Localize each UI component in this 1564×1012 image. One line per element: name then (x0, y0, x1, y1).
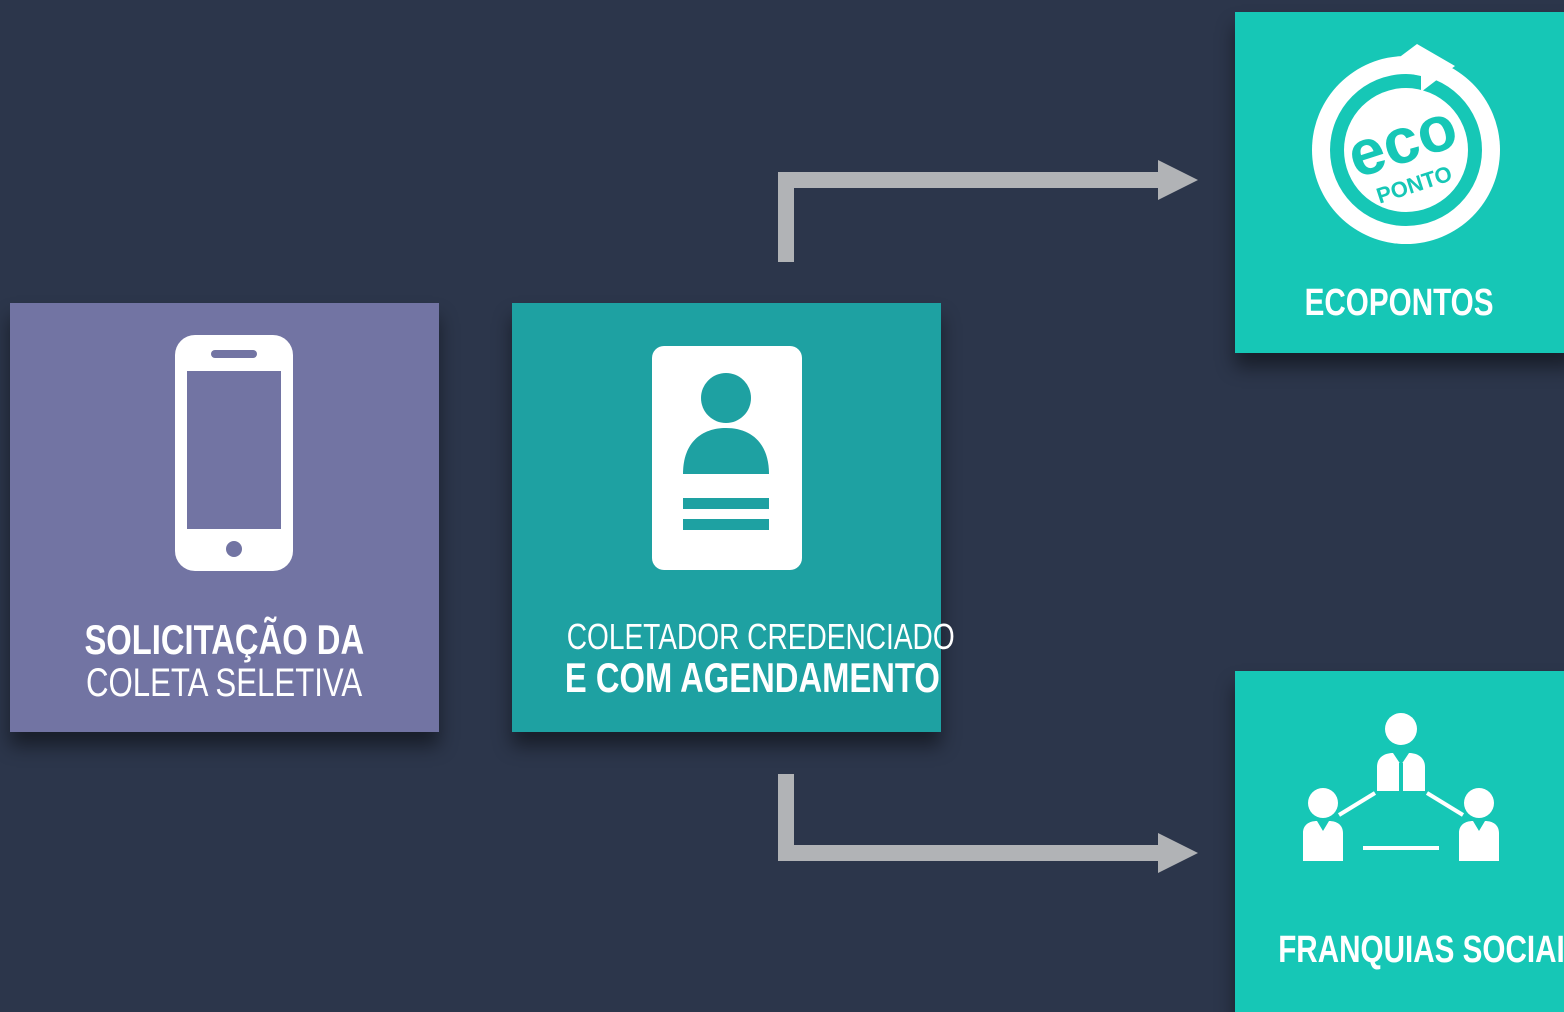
arrow-to-franquias (778, 774, 1198, 873)
solicitacao-title: SOLICITAÇÃO DA (84, 616, 365, 663)
franquias-label: FRANQUIAS SOCIAIS (1278, 929, 1564, 971)
card-ecopontos[interactable]: eco PONTO ECOPONTOS (1235, 12, 1564, 353)
card-franquias[interactable]: FRANQUIAS SOCIAIS (1235, 671, 1564, 1012)
arrow-to-ecopontos (778, 160, 1198, 262)
card-coletador[interactable]: COLETADOR CREDENCIADO E COM AGENDAMENTO (512, 303, 955, 732)
smartphone-icon (175, 335, 293, 571)
ecopontos-label: ECOPONTOS (1305, 282, 1494, 324)
card-solicitacao[interactable]: SOLICITAÇÃO DA COLETA SELETIVA (10, 303, 439, 732)
people-network-icon (1303, 711, 1503, 861)
id-badge-icon (652, 346, 802, 570)
ecoponto-logo-icon: eco PONTO (1305, 42, 1505, 262)
solicitacao-subtitle: COLETA SELETIVA (86, 661, 363, 705)
coletador-title: E COM AGENDAMENTO (564, 654, 940, 701)
coletador-subtitle: COLETADOR CREDENCIADO (566, 616, 955, 657)
